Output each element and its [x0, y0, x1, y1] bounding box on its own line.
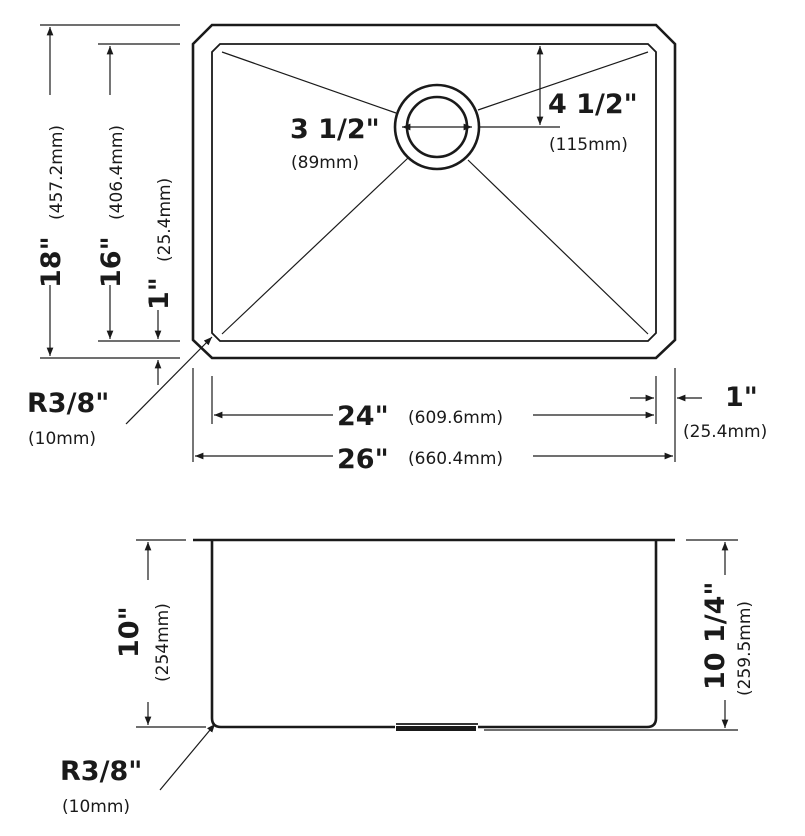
corner-radius-imperial: R3/8": [27, 388, 109, 419]
side-corner-radius-metric: (10mm): [62, 797, 130, 817]
inner-width-imperial: 24": [337, 401, 389, 432]
side-corner-radius-leader: [159, 723, 216, 791]
hole-diameter-metric: (89mm): [291, 153, 359, 173]
sink-outer-rim: [191, 23, 677, 360]
corner-radius-leader: [125, 336, 213, 425]
hole-offset-imperial: 4 1/2": [548, 89, 638, 120]
sink-side-body: [210, 540, 658, 729]
inner-length-imperial: 16": [96, 236, 127, 288]
outer-width-imperial: 26": [337, 444, 389, 475]
slope-line: [467, 159, 649, 335]
side-corner-radius-imperial: R3/8": [60, 756, 142, 787]
rim-width-vertical-metric: (25.4mm): [155, 178, 175, 262]
depth-imperial: 10": [114, 606, 145, 658]
hole-diameter-imperial: 3 1/2": [290, 114, 380, 145]
sink-inner-bowl: [211, 43, 657, 342]
outer-width-metric: (660.4mm): [408, 449, 503, 469]
hole-offset-metric: (115mm): [549, 135, 628, 155]
overall-depth-metric: (259.5mm): [735, 601, 755, 696]
drain-stub: [396, 726, 476, 731]
depth-metric: (254mm): [153, 603, 173, 682]
slope-line: [221, 51, 397, 114]
rim-width-horizontal-metric: (25.4mm): [683, 422, 767, 442]
overall-depth-imperial: 10 1/4": [700, 582, 731, 690]
rim-width-horizontal-imperial: 1": [725, 382, 758, 413]
inner-length-metric: (406.4mm): [107, 125, 127, 220]
outer-length-metric: (457.2mm): [47, 125, 67, 220]
corner-radius-metric: (10mm): [28, 429, 96, 449]
inner-width-metric: (609.6mm): [408, 408, 503, 428]
slope-line: [221, 157, 409, 335]
top-view: 3 1/2" (89mm) 4 1/2" (115mm) 18" (457.2m…: [27, 23, 767, 475]
slope-line: [477, 51, 649, 111]
outer-length-imperial: 18": [36, 236, 67, 288]
side-view: 10" (254mm) 10 1/4" (259.5mm) R3/8" (10m…: [60, 538, 755, 817]
rim-width-vertical-imperial: 1": [144, 277, 175, 310]
